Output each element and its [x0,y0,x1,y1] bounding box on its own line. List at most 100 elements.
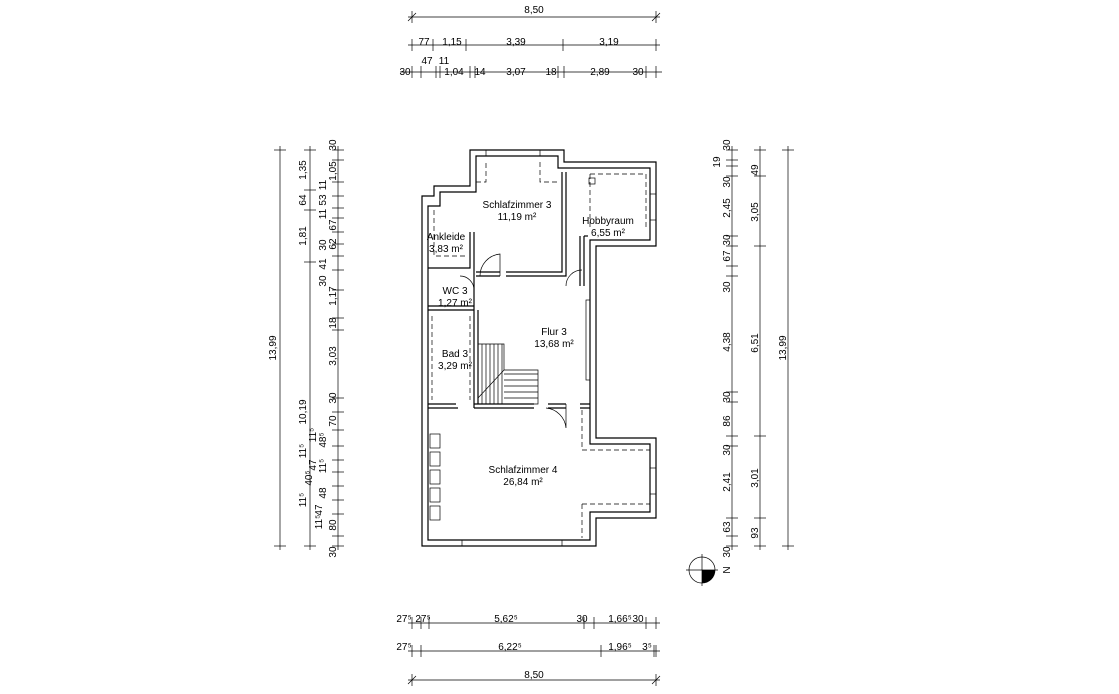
dim-right-a-2: 30 [722,176,733,188]
dim-bottom-r2-1: 6,22⁵ [498,642,522,653]
dim-right-overall: 13,99 [778,335,789,360]
dim-top-row2-2: 3,39 [506,37,526,48]
room-name-wc-3: WC 3 [443,286,468,297]
dim-top-row3-6: 30 [632,67,644,78]
room-name-flur-3: Flur 3 [541,327,567,338]
room-area-schlafzimmer-3: 11,19 m² [498,212,537,223]
dim-bottom-r1-3: 30 [576,614,588,625]
dim-left-b-17: 47 [308,459,319,471]
dim-right-a-10: 30 [722,444,733,456]
dim-bottom-overall: 8,50 [524,670,544,681]
room-name-ankleide: Ankleide [427,232,466,243]
dim-bottom-r2-3: 3⁵ [642,642,652,653]
dim-left-a-0: 1,35 [298,160,309,180]
dim-left-b-7: 30 [318,239,329,251]
dim-top-row2-0: 77 [418,37,430,48]
room-labels: Schlafzimmer 3 11,19 m² Hobbyraum 6,55 m… [427,200,634,488]
dim-right-a-8: 30 [722,391,733,403]
dimension-bottom: 27⁵ 27⁵ 5,62⁵ 30 1,66⁵ 30 27⁵ 6,22⁵ 1,96… [396,614,661,686]
dim-bottom-r1-0: 27⁵ [396,614,411,625]
room-area-wc-3: 1,27 m² [438,298,473,309]
north-arrow-icon: N [686,554,733,586]
dimension-top: 8,50 77 1,15 3,39 3,19 47 11 30 1,04 14 … [399,5,662,78]
dim-top-row3-4: 18 [545,67,557,78]
dim-top-row3-3: 3,07 [506,67,526,78]
dim-right-a-1: 19 [712,156,723,168]
dim-bottom-r2-0: 27⁵ [396,642,411,653]
dim-bottom-r1-5: 30 [632,614,644,625]
dim-left-b-2: 11 [318,179,329,190]
dim-left-a-6: 47 [314,504,325,516]
dim-left-b-9: 30 [318,275,329,287]
dim-left-b-19: 48 [318,487,329,499]
north-label: N [722,566,733,573]
dim-right-a-5: 67 [722,250,733,262]
dim-top-row2-1: 1,15 [442,37,462,48]
ceiling-lines [431,162,650,538]
dim-right-a-0: 30 [722,139,733,151]
dim-right-b-3: 3,01 [750,468,761,488]
dim-left-b-8: 41 [318,258,329,270]
dim-bottom-r1-2: 5,62⁵ [494,614,518,625]
dim-left-b-12: 3,03 [328,346,339,366]
dim-left-overall: 13,99 [268,335,279,360]
dim-right-a-4: 30 [722,234,733,246]
dim-top-row3-0: 30 [399,67,411,78]
dim-left-sub: 10,19 [298,399,309,424]
room-area-flur-3: 13,68 m² [534,339,574,350]
dimension-left: 13,99 10,19 1,35 64 1,81 11⁵ 40⁵ 11⁵ 47 … [268,139,344,558]
dim-right-b-1: 3,05 [750,202,761,222]
dim-left-b-20: 80 [328,519,339,531]
dim-left-b-3: 53 [318,194,329,206]
dim-right-a-6: 30 [722,281,733,293]
dim-right-a-3: 2,45 [722,198,733,218]
dim-right-a-11: 2,41 [722,472,733,492]
dim-right-a-9: 86 [722,415,733,427]
dim-top-overall: 8,50 [524,5,544,16]
dim-left-b-1: 1,05 [328,161,339,181]
room-name-bad-3: Bad 3 [442,349,469,360]
room-area-schlafzimmer-4: 26,84 m² [503,477,543,488]
room-name-schlafzimmer-3: Schlafzimmer 3 [483,200,552,211]
dim-left-b-13: 30 [328,392,339,404]
dim-top-row3-1: 1,04 [444,67,464,78]
dim-left-b-11: 18 [328,317,339,329]
windows [461,149,657,547]
chimney-symbol [588,177,596,185]
room-area-ankleide: 3,83 m² [429,244,464,255]
dim-left-b-14: 70 [328,415,339,427]
dim-bottom-r1-4: 1,66⁵ [608,614,632,625]
dim-left-a-5: 11⁵ [298,493,309,508]
dim-left-b-16: 11⁵ [308,428,319,443]
dim-left-a-4: 40⁵ [304,470,315,485]
dim-right-a-7: 4,38 [722,332,733,352]
building-outline [421,149,657,547]
room-area-bad-3: 3,29 m² [438,361,473,372]
dim-right-a-12: 63 [722,521,733,533]
dim-right-b-0: 49 [750,164,761,176]
dim-bottom-r2-2: 1,96⁵ [608,642,632,653]
dim-top-row3-5: 2,89 [590,67,610,78]
dim-top-row3-2: 14 [474,67,486,78]
dim-left-b-6: 62 [328,238,339,250]
dim-bottom-r1-1: 27⁵ [415,614,430,625]
room-name-schlafzimmer-4: Schlafzimmer 4 [489,465,558,476]
dim-top-row3u-0: 47 [421,56,433,67]
dim-top-row2-3: 3,19 [599,37,619,48]
dim-left-b-15: 48⁵ [318,432,329,447]
dim-right-b-4: 93 [750,527,761,539]
dim-left-b-10: 1,17 [328,286,339,306]
dim-left-b-0: 30 [328,139,339,151]
dim-top-row3u-1: 11 [439,56,450,67]
dim-left-b-21: 30 [328,546,339,558]
room-area-hobbyraum: 6,55 m² [591,228,626,239]
room-name-hobbyraum: Hobbyraum [582,216,634,227]
dim-left-b-18: 11⁵ [318,459,329,474]
dim-left-b-5: 67 [328,219,339,231]
staircase [477,343,539,405]
doors [459,253,583,429]
wardrobe [429,433,441,521]
dim-left-b-4: 11 [318,208,329,219]
dim-left-a-7: 11⁵ [314,515,325,530]
